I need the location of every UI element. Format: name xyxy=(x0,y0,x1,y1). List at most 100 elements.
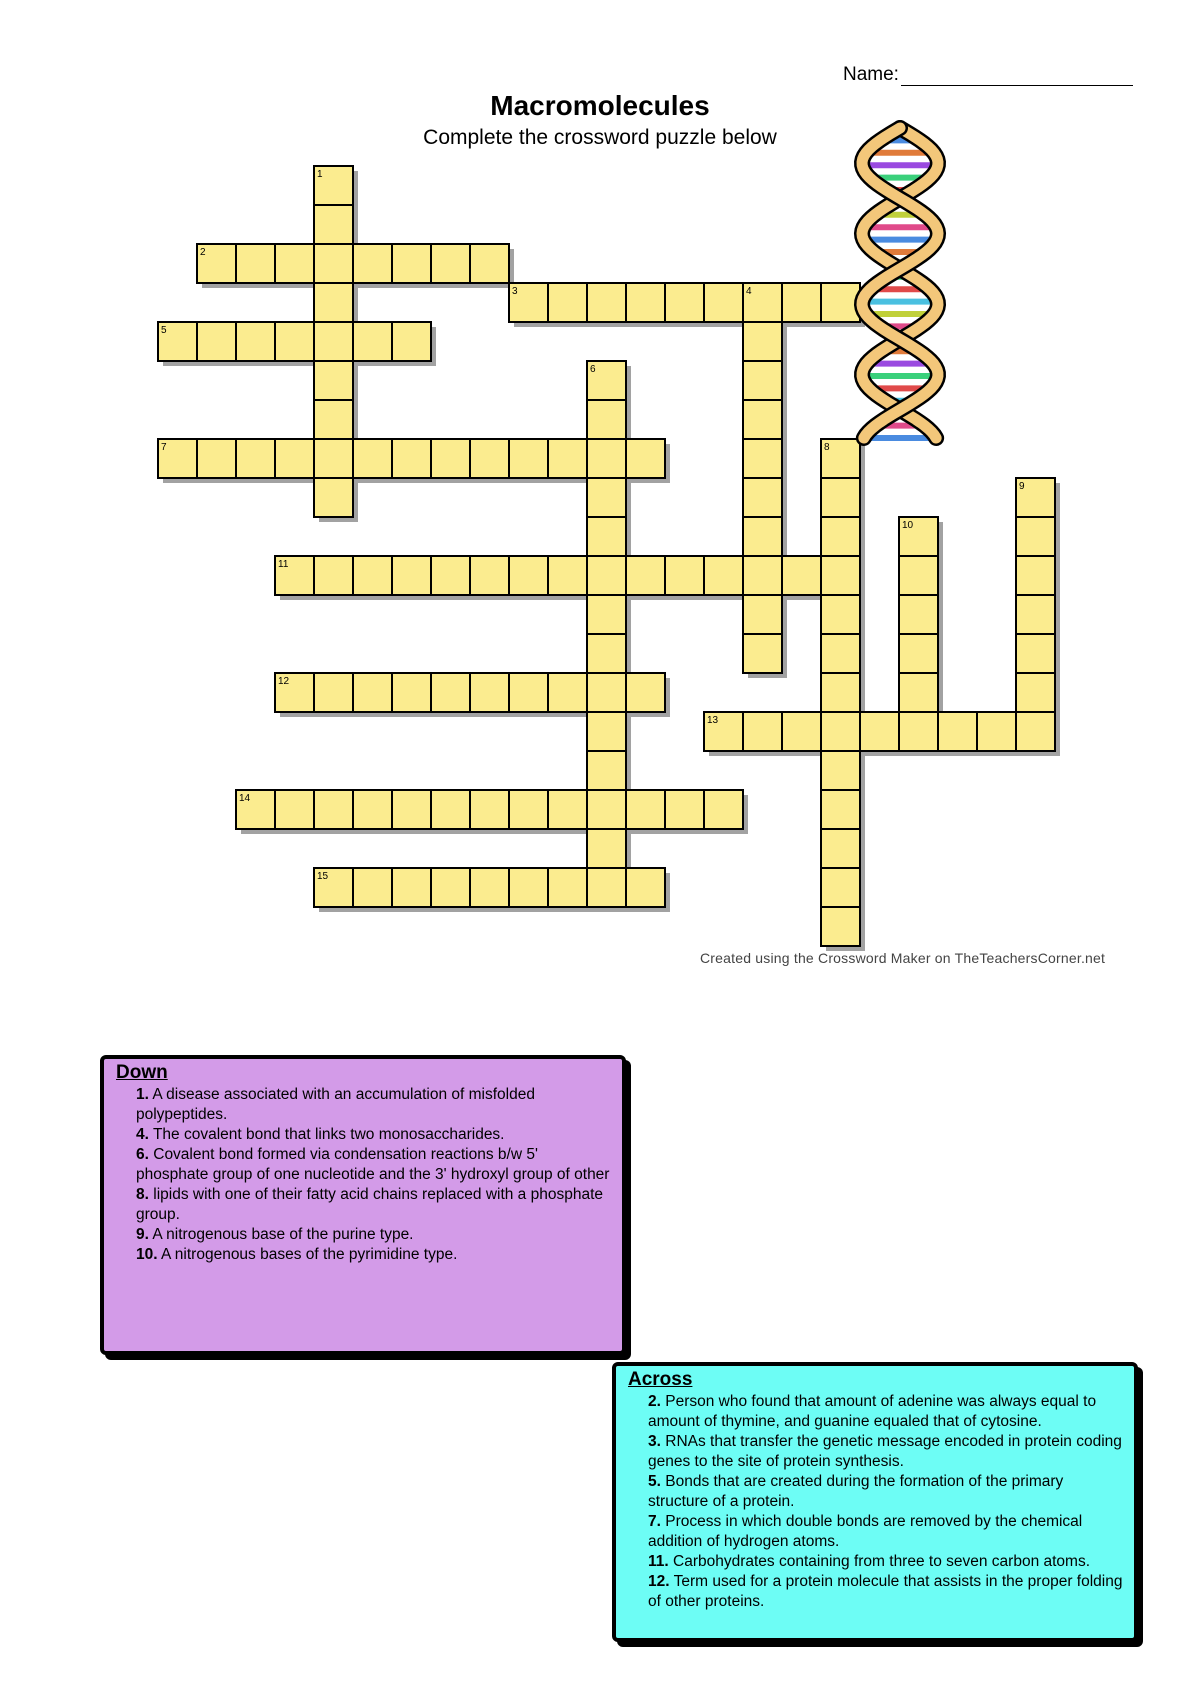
grid-cell[interactable] xyxy=(664,555,705,596)
grid-cell[interactable] xyxy=(625,555,666,596)
grid-cell[interactable] xyxy=(469,243,510,284)
grid-cell[interactable] xyxy=(157,321,198,362)
grid-cell[interactable] xyxy=(274,321,315,362)
grid-cell[interactable] xyxy=(625,438,666,479)
grid-cell[interactable] xyxy=(898,594,939,635)
grid-cell[interactable] xyxy=(898,711,939,752)
grid-cell[interactable] xyxy=(313,282,354,323)
grid-cell[interactable] xyxy=(625,282,666,323)
grid-cell[interactable] xyxy=(742,711,783,752)
grid-cell[interactable] xyxy=(352,867,393,908)
grid-cell[interactable] xyxy=(586,867,627,908)
grid-cell[interactable] xyxy=(898,633,939,674)
grid-cell[interactable] xyxy=(313,243,354,284)
grid-cell[interactable] xyxy=(586,672,627,713)
grid-cell[interactable] xyxy=(547,555,588,596)
grid-cell[interactable] xyxy=(313,672,354,713)
grid-cell[interactable] xyxy=(274,555,315,596)
grid-cell[interactable] xyxy=(820,633,861,674)
grid-cell[interactable] xyxy=(235,321,276,362)
grid-cell[interactable] xyxy=(313,165,354,206)
name-blank-line[interactable] xyxy=(900,65,1133,86)
grid-cell[interactable] xyxy=(859,711,900,752)
grid-cell[interactable] xyxy=(391,672,432,713)
grid-cell[interactable] xyxy=(820,672,861,713)
grid-cell[interactable] xyxy=(742,516,783,557)
grid-cell[interactable] xyxy=(586,711,627,752)
grid-cell[interactable] xyxy=(508,789,549,830)
grid-cell[interactable] xyxy=(430,867,471,908)
grid-cell[interactable] xyxy=(469,438,510,479)
grid-cell[interactable] xyxy=(820,906,861,947)
grid-cell[interactable] xyxy=(391,867,432,908)
grid-cell[interactable] xyxy=(820,438,861,479)
grid-cell[interactable] xyxy=(313,555,354,596)
grid-cell[interactable] xyxy=(313,399,354,440)
grid-cell[interactable] xyxy=(820,516,861,557)
grid-cell[interactable] xyxy=(235,243,276,284)
grid-cell[interactable] xyxy=(1015,477,1056,518)
grid-cell[interactable] xyxy=(1015,711,1056,752)
grid-cell[interactable] xyxy=(898,516,939,557)
grid-cell[interactable] xyxy=(742,633,783,674)
grid-cell[interactable] xyxy=(508,867,549,908)
grid-cell[interactable] xyxy=(586,399,627,440)
grid-cell[interactable] xyxy=(586,516,627,557)
grid-cell[interactable] xyxy=(196,321,237,362)
grid-cell[interactable] xyxy=(352,555,393,596)
grid-cell[interactable] xyxy=(430,789,471,830)
grid-cell[interactable] xyxy=(274,438,315,479)
grid-cell[interactable] xyxy=(742,399,783,440)
grid-cell[interactable] xyxy=(313,789,354,830)
grid-cell[interactable] xyxy=(742,594,783,635)
grid-cell[interactable] xyxy=(625,867,666,908)
grid-cell[interactable] xyxy=(703,555,744,596)
grid-cell[interactable] xyxy=(469,789,510,830)
grid-cell[interactable] xyxy=(352,321,393,362)
grid-cell[interactable] xyxy=(586,594,627,635)
grid-cell[interactable] xyxy=(352,243,393,284)
grid-cell[interactable] xyxy=(1015,672,1056,713)
grid-cell[interactable] xyxy=(586,477,627,518)
grid-cell[interactable] xyxy=(508,672,549,713)
grid-cell[interactable] xyxy=(547,867,588,908)
grid-cell[interactable] xyxy=(586,789,627,830)
grid-cell[interactable] xyxy=(274,789,315,830)
grid-cell[interactable] xyxy=(469,672,510,713)
grid-cell[interactable] xyxy=(313,321,354,362)
grid-cell[interactable] xyxy=(274,243,315,284)
grid-cell[interactable] xyxy=(586,282,627,323)
grid-cell[interactable] xyxy=(742,477,783,518)
grid-cell[interactable] xyxy=(469,867,510,908)
grid-cell[interactable] xyxy=(820,594,861,635)
grid-cell[interactable] xyxy=(781,282,822,323)
grid-cell[interactable] xyxy=(391,438,432,479)
grid-cell[interactable] xyxy=(352,438,393,479)
grid-cell[interactable] xyxy=(391,555,432,596)
grid-cell[interactable] xyxy=(820,555,861,596)
grid-cell[interactable] xyxy=(391,789,432,830)
grid-cell[interactable] xyxy=(742,438,783,479)
grid-cell[interactable] xyxy=(508,555,549,596)
grid-cell[interactable] xyxy=(586,438,627,479)
grid-cell[interactable] xyxy=(664,282,705,323)
grid-cell[interactable] xyxy=(781,711,822,752)
grid-cell[interactable] xyxy=(1015,633,1056,674)
grid-cell[interactable] xyxy=(703,282,744,323)
grid-cell[interactable] xyxy=(391,243,432,284)
grid-cell[interactable] xyxy=(196,438,237,479)
grid-cell[interactable] xyxy=(586,828,627,869)
grid-cell[interactable] xyxy=(820,711,861,752)
grid-cell[interactable] xyxy=(820,789,861,830)
grid-cell[interactable] xyxy=(352,672,393,713)
grid-cell[interactable] xyxy=(898,672,939,713)
grid-cell[interactable] xyxy=(820,282,861,323)
grid-cell[interactable] xyxy=(469,555,510,596)
grid-cell[interactable] xyxy=(1015,555,1056,596)
grid-cell[interactable] xyxy=(313,204,354,245)
grid-cell[interactable] xyxy=(703,789,744,830)
grid-cell[interactable] xyxy=(820,867,861,908)
grid-cell[interactable] xyxy=(820,828,861,869)
grid-cell[interactable] xyxy=(586,750,627,791)
grid-cell[interactable] xyxy=(391,321,432,362)
